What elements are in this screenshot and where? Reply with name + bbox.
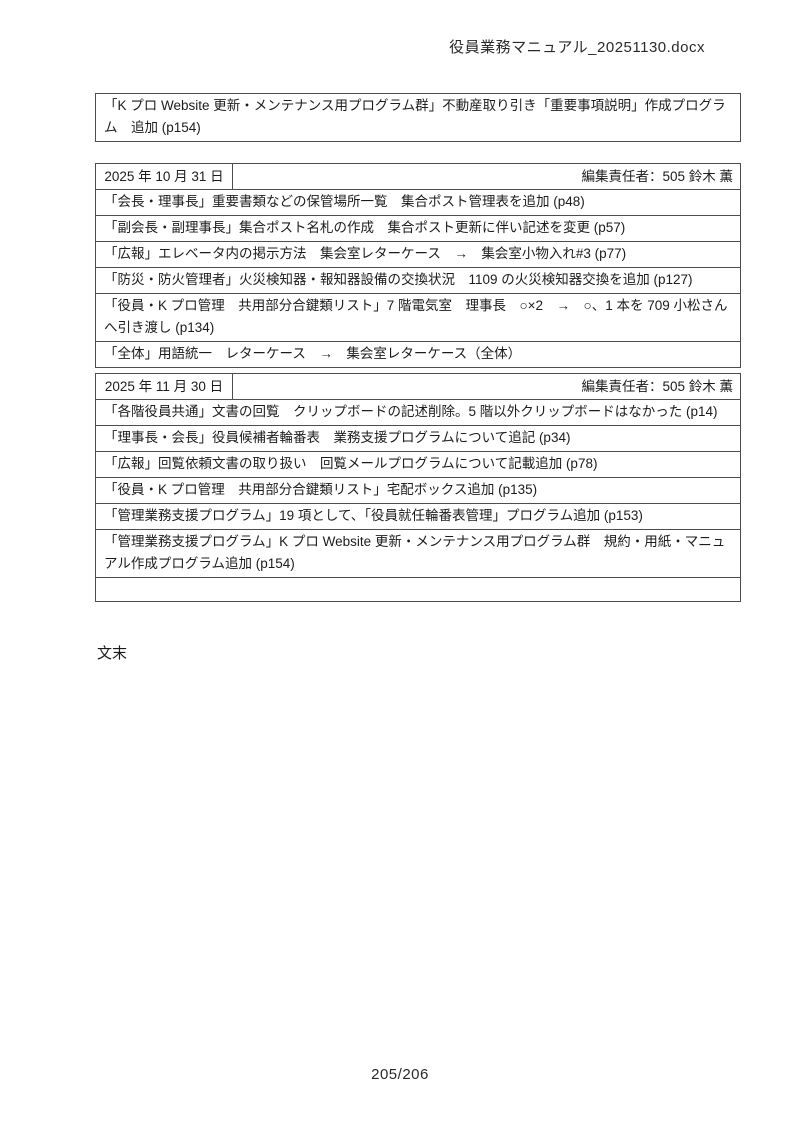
table-row: 「広報」エレベータ内の掲示方法 集会室レターケース → 集会室小物入れ#3 (p… <box>96 242 740 268</box>
table-row: 「防災・防火管理者」火災検知器・報知器設備の交換状況 1109 の火災検知器交換… <box>96 268 740 294</box>
revision-date: 2025 年 10 月 31 日 <box>96 164 233 189</box>
revision-table-2025-10-31: 2025 年 10 月 31 日 編集責任者：505 鈴木 薫 「会長・理事長」… <box>95 163 741 368</box>
editor-credit: 編集責任者：505 鈴木 薫 <box>581 379 733 394</box>
table-row: 「役員・K プロ管理 共用部分合鍵類リスト」宅配ボックス追加 (p135) <box>96 478 740 504</box>
table-row: 「理事長・会長」役員候補者輪番表 業務支援プログラムについて追記 (p34) <box>96 426 740 452</box>
table-row: 「全体」用語統一 レターケース → 集会室レターケース（全体） <box>104 346 522 361</box>
revision-date: 2025 年 11 月 30 日 <box>96 374 233 399</box>
table-row: 「会長・理事長」重要書類などの保管場所一覧 集合ポスト管理表を追加 (p48) <box>96 190 740 216</box>
revision-header-row: 2025 年 11 月 30 日 編集責任者：505 鈴木 薫 <box>96 374 740 400</box>
document-filename-header: 役員業務マニュアル_20251130.docx <box>449 39 705 56</box>
editor-credit: 編集責任者：505 鈴木 薫 <box>581 169 733 184</box>
revision-header-row: 2025 年 10 月 31 日 編集責任者：505 鈴木 薫 <box>96 164 740 190</box>
page-number: 205/206 <box>371 1066 429 1083</box>
revision-table-continuation: 「K プロ Website 更新・メンテナンス用プログラム群」不動産取り引き「重… <box>95 93 741 142</box>
table-row: 「各階役員共通」文書の回覧 クリップボードの記述削除。5 階以外クリップボードは… <box>96 400 740 426</box>
table-row: 「役員・K プロ管理 共用部分合鍵類リスト」7 階電気室 理事長 ○×2 → ○… <box>96 294 740 342</box>
table-row-empty <box>96 578 740 601</box>
revision-table-2025-11-30: 2025 年 11 月 30 日 編集責任者：505 鈴木 薫 「各階役員共通」… <box>95 373 741 602</box>
table-row: 「広報」回覧依頼文書の取り扱い 回覧メールプログラムについて記載追加 (p78) <box>96 452 740 478</box>
table-row: 「管理業務支援プログラム」19 項として、「役員就任輪番表管理」プログラム追加 … <box>96 504 740 530</box>
document-end-marker: 文末 <box>97 645 128 662</box>
table-row: 「管理業務支援プログラム」K プロ Website 更新・メンテナンス用プログラ… <box>96 530 740 578</box>
table-row: 「K プロ Website 更新・メンテナンス用プログラム群」不動産取り引き「重… <box>104 98 726 135</box>
table-row: 「副会長・副理事長」集合ポスト名札の作成 集合ポスト更新に伴い記述を変更 (p5… <box>96 216 740 242</box>
